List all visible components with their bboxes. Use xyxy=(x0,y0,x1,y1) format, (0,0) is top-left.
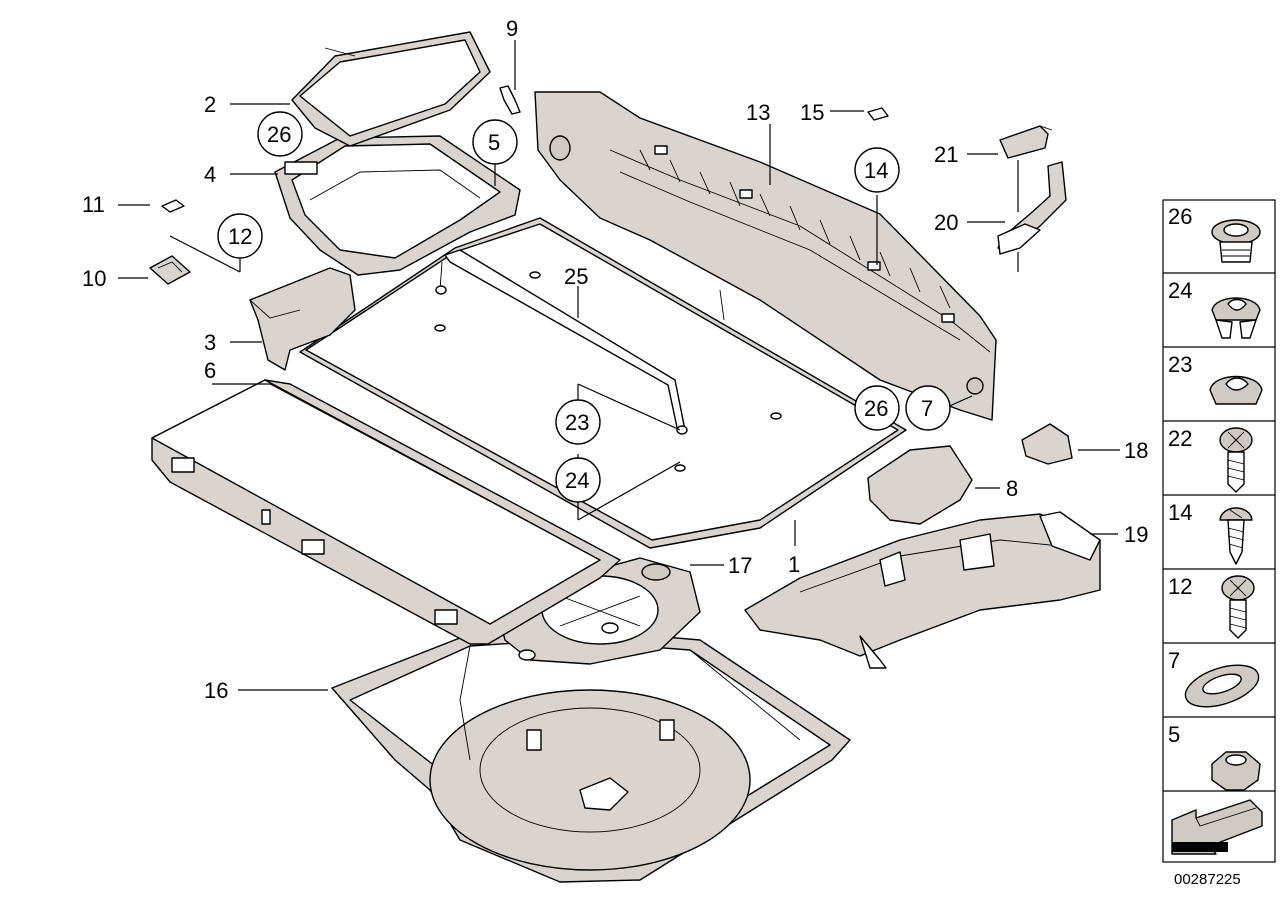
part-21-clip xyxy=(999,125,1053,159)
part-6-side-panel xyxy=(151,379,621,645)
callout-24: 24 xyxy=(565,468,589,493)
legend-label-14: 14 xyxy=(1168,500,1192,525)
callout-15: 15 xyxy=(800,100,824,125)
callout-14: 14 xyxy=(864,158,888,183)
fastener-legend: 26 24 23 22 14 12 7 5 xyxy=(1162,199,1276,863)
part-8-bracket xyxy=(867,445,973,525)
callout-circles xyxy=(217,111,951,503)
callout-20: 20 xyxy=(934,210,958,235)
part-15-plug xyxy=(867,107,889,121)
callout-17: 17 xyxy=(728,553,752,578)
callout-21: 21 xyxy=(934,142,958,167)
callout-4: 4 xyxy=(204,162,216,187)
legend-label-26: 26 xyxy=(1168,204,1192,229)
part-3-bracket xyxy=(249,267,356,371)
callout-26-a: 26 xyxy=(267,122,291,147)
part-20-hinge xyxy=(997,161,1067,255)
legend-label-24: 24 xyxy=(1168,278,1192,303)
callout-10: 10 xyxy=(82,266,106,291)
callout-12: 12 xyxy=(228,224,252,249)
legend-label-23: 23 xyxy=(1168,352,1192,377)
callout-labels: 2 26 4 5 9 11 12 10 3 6 13 15 14 21 20 2… xyxy=(82,16,1148,703)
callout-2: 2 xyxy=(204,92,216,117)
legend-icon-26-plug xyxy=(1211,219,1261,263)
part-18-latch xyxy=(1021,423,1073,465)
callout-23: 23 xyxy=(565,410,589,435)
arrow-icon[interactable] xyxy=(1171,799,1263,855)
part-13-trunk-trim xyxy=(534,91,997,421)
legend-icon-12-screw xyxy=(1221,575,1255,639)
legend-label-12: 12 xyxy=(1168,574,1192,599)
reference-number: 00287225 xyxy=(1174,871,1241,888)
callout-8: 8 xyxy=(1006,476,1018,501)
callout-9: 9 xyxy=(506,16,518,41)
legend-icon-24-clip xyxy=(1211,297,1261,339)
legend-icon-7-plug xyxy=(1184,664,1260,708)
callout-7: 7 xyxy=(921,396,933,421)
part-25-rod xyxy=(435,249,688,435)
callout-18: 18 xyxy=(1124,438,1148,463)
part-4-rear-support xyxy=(274,135,521,276)
callout-19: 19 xyxy=(1124,522,1148,547)
part-19-carrier xyxy=(744,511,1101,669)
legend-label-7: 7 xyxy=(1168,648,1180,673)
part-11-cap xyxy=(161,199,185,213)
part-16-spare-wheel-well xyxy=(331,627,851,883)
part-2-cover-box xyxy=(291,31,491,147)
callout-1: 1 xyxy=(788,552,800,577)
legend-label-5: 5 xyxy=(1168,722,1180,747)
legend-icon-5-nut xyxy=(1211,751,1261,791)
leader-lines xyxy=(118,40,1120,691)
part-10-grommet xyxy=(149,255,191,285)
callout-16: 16 xyxy=(204,678,228,703)
callout-6: 6 xyxy=(204,358,216,383)
callout-5: 5 xyxy=(488,130,500,155)
legend-label-22: 22 xyxy=(1168,426,1192,451)
callout-13: 13 xyxy=(746,100,770,125)
callout-11: 11 xyxy=(82,192,105,217)
legend-icon-22-screw xyxy=(1219,427,1253,493)
callout-26-b: 26 xyxy=(864,396,888,421)
callout-25: 25 xyxy=(564,264,588,289)
part-9-clip xyxy=(499,85,521,115)
legend-icon-14-screw xyxy=(1219,507,1253,565)
legend-icon-23-spreader xyxy=(1209,375,1263,405)
callout-3: 3 xyxy=(204,330,216,355)
